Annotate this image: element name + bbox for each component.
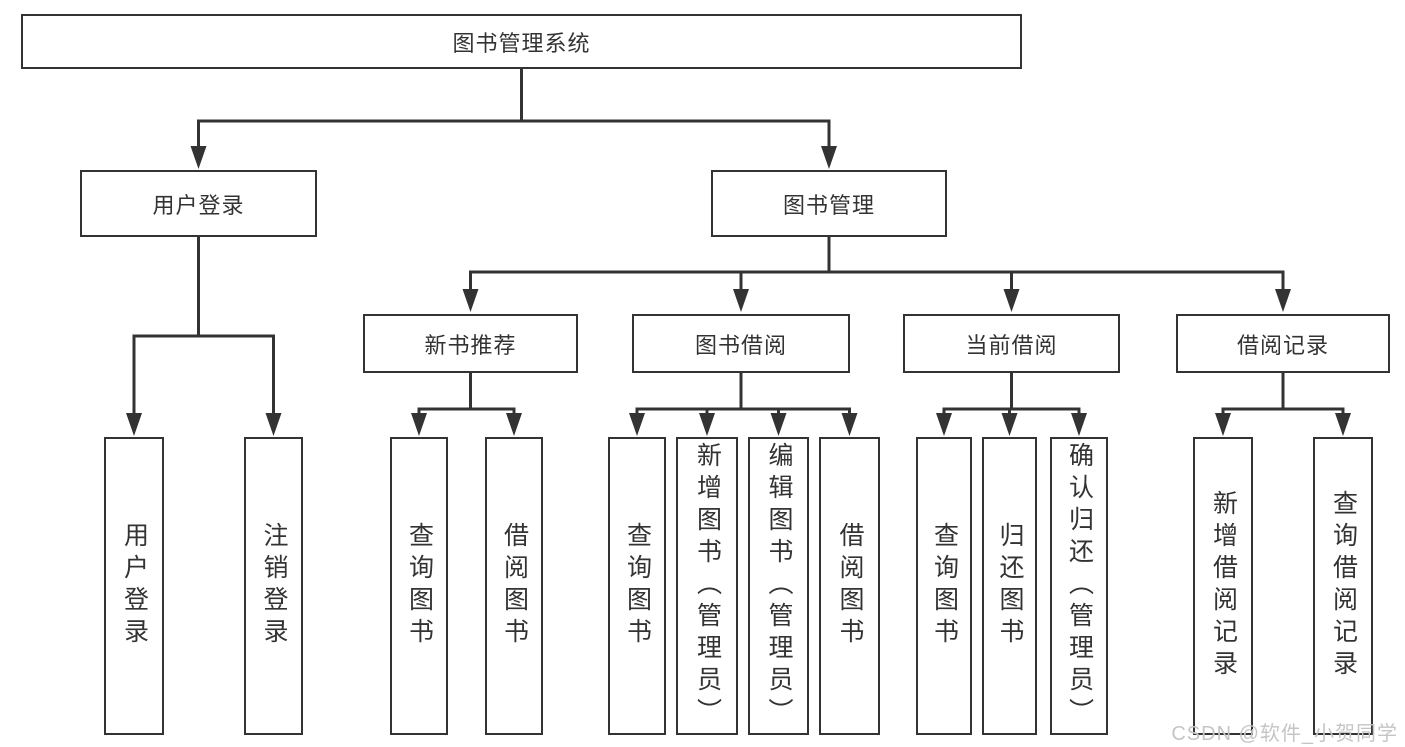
leaf-current-query-books: 查询图书 bbox=[916, 437, 972, 735]
leaf-query-borrow-record: 查询借阅记录 bbox=[1313, 437, 1373, 735]
node-user-login-label: 用户登录 bbox=[152, 192, 245, 218]
leaf-return-book-label: 归还图书 bbox=[996, 522, 1024, 650]
leaf-add-book-admin-label: 新增图书（管理员） bbox=[693, 442, 722, 730]
node-borrowing-records-label: 借阅记录 bbox=[1236, 332, 1329, 358]
leaf-logout: 注销登录 bbox=[244, 437, 303, 735]
leaf-recommend-borrow-book: 借阅图书 bbox=[485, 437, 543, 735]
leaf-confirm-return-admin: 确认归还（管理员） bbox=[1050, 437, 1108, 735]
node-borrowing-records: 借阅记录 bbox=[1176, 314, 1390, 373]
leaf-edit-book-admin: 编辑图书（管理员） bbox=[748, 437, 809, 735]
leaf-recommend-query-books-label: 查询图书 bbox=[405, 522, 434, 650]
node-library-system-label: 图书管理系统 bbox=[452, 30, 591, 56]
leaf-borrowing-query-books-label: 查询图书 bbox=[623, 522, 652, 650]
leaf-user-login: 用户登录 bbox=[104, 437, 164, 735]
leaf-add-book-admin: 新增图书（管理员） bbox=[676, 437, 738, 735]
leaf-borrowing-query-books: 查询图书 bbox=[608, 437, 666, 735]
node-book-borrowing: 图书借阅 bbox=[632, 314, 850, 373]
leaf-current-query-books-label: 查询图书 bbox=[930, 522, 959, 650]
node-user-login: 用户登录 bbox=[80, 170, 317, 237]
node-book-borrowing-label: 图书借阅 bbox=[694, 332, 787, 358]
leaf-user-login-label: 用户登录 bbox=[120, 522, 149, 650]
node-library-system: 图书管理系统 bbox=[21, 14, 1022, 69]
node-new-book-recommend-label: 新书推荐 bbox=[424, 332, 517, 358]
leaf-recommend-query-books: 查询图书 bbox=[390, 437, 448, 735]
csdn-watermark: CSDN @软件_小贺同学 bbox=[1171, 723, 1398, 745]
leaf-add-borrow-record: 新增借阅记录 bbox=[1193, 437, 1253, 735]
node-current-borrowing-label: 当前借阅 bbox=[965, 332, 1058, 358]
leaf-borrowing-borrow-book-label: 借阅图书 bbox=[836, 522, 864, 650]
node-book-management: 图书管理 bbox=[711, 170, 947, 237]
leaf-query-borrow-record-label: 查询借阅记录 bbox=[1329, 490, 1358, 682]
leaf-recommend-borrow-book-label: 借阅图书 bbox=[500, 522, 529, 650]
leaf-confirm-return-admin-label: 确认归还（管理员） bbox=[1065, 442, 1094, 730]
leaf-return-book: 归还图书 bbox=[982, 437, 1037, 735]
leaf-edit-book-admin-label: 编辑图书（管理员） bbox=[765, 442, 793, 730]
leaf-add-borrow-record-label: 新增借阅记录 bbox=[1209, 490, 1238, 682]
leaf-logout-label: 注销登录 bbox=[260, 522, 288, 650]
leaf-borrowing-borrow-book: 借阅图书 bbox=[819, 437, 880, 735]
node-new-book-recommend: 新书推荐 bbox=[363, 314, 578, 373]
node-current-borrowing: 当前借阅 bbox=[903, 314, 1120, 373]
node-book-management-label: 图书管理 bbox=[782, 192, 875, 218]
